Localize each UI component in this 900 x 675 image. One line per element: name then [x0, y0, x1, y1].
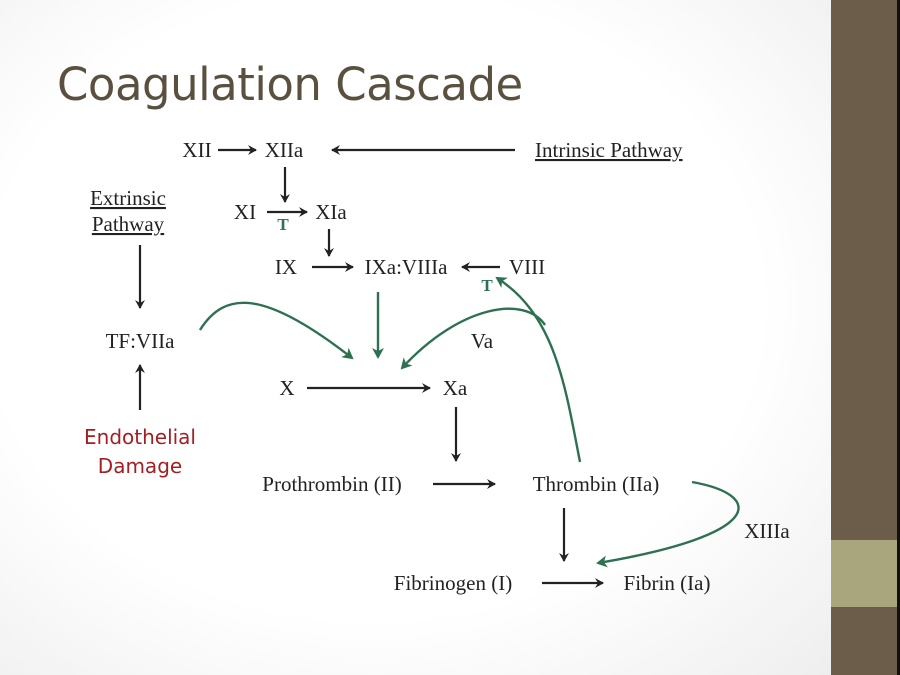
label-extrinsic-pathway: Pathway [92, 212, 165, 236]
sidebar-accent-block [831, 540, 897, 607]
green-arrow-tf-to-xa [198, 301, 354, 360]
node-xiiia: XIIIa [744, 519, 790, 543]
window-edge [897, 0, 900, 675]
node-tf-viia: TF:VIIa [106, 329, 175, 353]
node-xiia: XIIa [265, 138, 304, 162]
node-xa: Xa [443, 376, 468, 400]
slide-title: Coagulation Cascade [57, 58, 523, 111]
thrombin-marker: T [277, 215, 289, 234]
coagulation-diagram: XII XIIa Intrinsic Pathway Extrinsic Pat… [84, 138, 790, 595]
node-fibrinogen: Fibrinogen (I) [394, 571, 512, 595]
thrombin-marker: T [481, 276, 493, 295]
node-xii: XII [182, 138, 211, 162]
slide-background [0, 0, 831, 675]
node-viii: VIII [509, 255, 545, 279]
green-arrow-thrombin-to-viii [495, 276, 582, 463]
node-fibrin: Fibrin (Ia) [624, 571, 711, 595]
green-arrow-thrombin-xiiia-fibrin [596, 480, 740, 568]
node-x: X [279, 376, 294, 400]
node-ixa-viiia: IXa:VIIIa [365, 255, 448, 279]
label-intrinsic-pathway: Intrinsic Pathway [535, 138, 683, 162]
node-xia: XIa [315, 200, 347, 224]
label-endothelial: Endothelial [84, 425, 196, 449]
node-thrombin: Thrombin (IIa) [533, 472, 660, 496]
node-va: Va [471, 329, 494, 353]
node-ix: IX [275, 255, 297, 279]
node-prothrombin: Prothrombin (II) [262, 472, 401, 496]
label-damage: Damage [98, 454, 182, 478]
node-xi: XI [234, 200, 256, 224]
label-extrinsic: Extrinsic [90, 186, 166, 210]
